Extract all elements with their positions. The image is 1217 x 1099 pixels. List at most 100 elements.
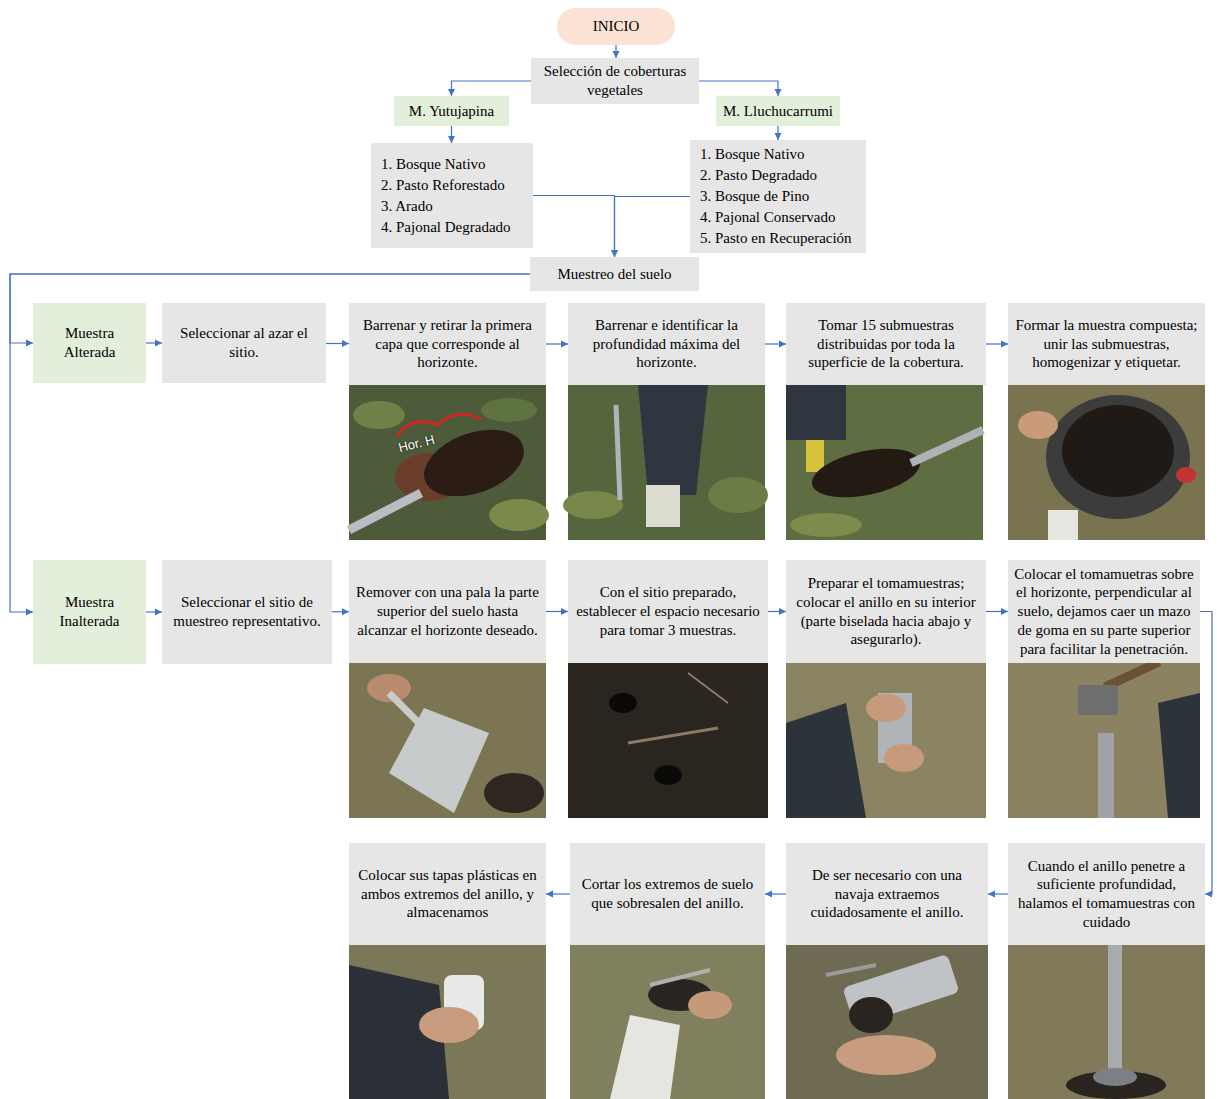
process-box: Cortar los extremos de suelo que sobresa… [570, 843, 765, 945]
leaf [790, 513, 862, 537]
arrow-head [26, 609, 33, 616]
auger [616, 405, 620, 500]
node-text: Preparar el tomamuestras; colocar el ani… [792, 574, 980, 649]
hole [609, 693, 637, 713]
arm [1158, 693, 1200, 818]
node-text: Cortar los extremos de suelo que sobresa… [576, 875, 759, 913]
leaf [353, 401, 405, 429]
leaf [481, 398, 537, 422]
photo-shovel [349, 663, 546, 818]
process-box: Tomar 15 submuestras distribuidas por to… [786, 303, 986, 385]
photo-auger-core [349, 385, 549, 540]
process-box: Preparar el tomamuestras; colocar el ani… [786, 560, 986, 663]
photo-ground [570, 945, 765, 1099]
arrow-head [561, 341, 568, 348]
arrow-head [448, 89, 455, 96]
connector [448, 126, 455, 143]
process-box: Formar la muestra compuesta; unir las su… [1008, 303, 1205, 385]
connector-line [699, 81, 778, 96]
connector-line [452, 81, 532, 96]
arrow-head [611, 250, 618, 257]
connector-line [615, 197, 691, 258]
connector [611, 197, 690, 258]
list-item: 4. Pajonal Degradado [381, 217, 527, 238]
boot [806, 440, 824, 472]
leaf [489, 499, 549, 531]
connector [533, 196, 618, 258]
node-text: Tomar 15 submuestras distribuidas por to… [792, 316, 980, 372]
bucket-soil [1062, 405, 1174, 497]
photo-ground [568, 663, 768, 818]
hand [688, 991, 732, 1019]
sampler-base [1093, 1068, 1137, 1086]
node-text: Muestra Alterada [39, 324, 140, 362]
arrow-head [765, 891, 772, 898]
process-box: Selección de coberturas vegetales [531, 58, 699, 104]
node-text: Selección de coberturas vegetales [537, 62, 693, 100]
hole [654, 765, 682, 785]
list-item: 2. Pasto Reforestado [381, 175, 527, 196]
process-box: M. Yutujapina [394, 96, 509, 126]
process-box: Barrenar e identificar la profundidad má… [568, 303, 765, 385]
node-text: Muestreo del suelo [536, 265, 693, 284]
connector [986, 341, 1008, 348]
trousers [786, 703, 866, 818]
process-box: De ser necesario con una navaja extraemo… [786, 843, 988, 945]
connector [988, 891, 1008, 898]
connector [613, 45, 620, 58]
arrow-head [546, 891, 553, 898]
connector [546, 891, 570, 898]
twig [688, 673, 728, 703]
node-text: M. Lluchucarrumi [722, 102, 834, 121]
connector [546, 341, 568, 348]
node-text: Seleccionar el sitio de muestreo represe… [168, 593, 326, 631]
photo-ground [349, 663, 546, 818]
process-box: Seleccionar al azar el sitio. [162, 303, 326, 383]
hand [884, 744, 924, 772]
boot [1048, 510, 1078, 540]
list-box: 1. Bosque Nativo2. Pasto Reforestado3. A… [371, 143, 533, 248]
process-box: Colocar sus tapas plásticas en ambos ext… [349, 843, 546, 945]
photo-ground [349, 945, 546, 1099]
arrow-head [1001, 341, 1008, 348]
node-text: Formar la muestra compuesta; unir las su… [1014, 316, 1199, 372]
connector [332, 608, 349, 615]
process-box: Muestra Alterada [33, 303, 146, 383]
list-item: 4. Pajonal Conservado [700, 207, 860, 228]
bucket [1046, 395, 1190, 519]
boot [610, 1015, 680, 1099]
process-box: Remover con una pala la parte superior d… [349, 560, 546, 663]
hand [1018, 411, 1058, 439]
node-text: De ser necesario con una navaja extraemo… [792, 866, 982, 922]
trousers [638, 385, 708, 495]
start-terminal: INICIO [557, 8, 675, 45]
list-item: 1. Bosque Nativo [381, 154, 527, 175]
connector [768, 608, 786, 615]
connector [765, 341, 786, 348]
connector [146, 340, 162, 347]
leaf [708, 477, 768, 513]
connector [986, 608, 1008, 615]
shovel-handle [389, 693, 419, 723]
photo-extract [786, 945, 988, 1099]
connector [775, 126, 782, 140]
arrow-head [1205, 891, 1212, 898]
arrow-head [342, 608, 349, 615]
trousers [786, 385, 846, 440]
arrow-head [613, 51, 620, 58]
photo-caps [349, 945, 546, 1099]
soil-core [808, 440, 925, 506]
photo-ground [1008, 663, 1200, 818]
arrow-head [342, 340, 349, 347]
connector [546, 608, 568, 615]
arrow-head [561, 608, 568, 615]
hand [419, 1007, 479, 1043]
bucket-handle [1176, 467, 1196, 483]
hand [836, 1035, 936, 1075]
arrow-head [779, 341, 786, 348]
arrow-head [775, 133, 782, 140]
arrow-head [1001, 608, 1008, 615]
node-text: Barrenar e identificar la profundidad má… [574, 316, 759, 372]
process-box: Muestreo del suelo [530, 257, 699, 291]
